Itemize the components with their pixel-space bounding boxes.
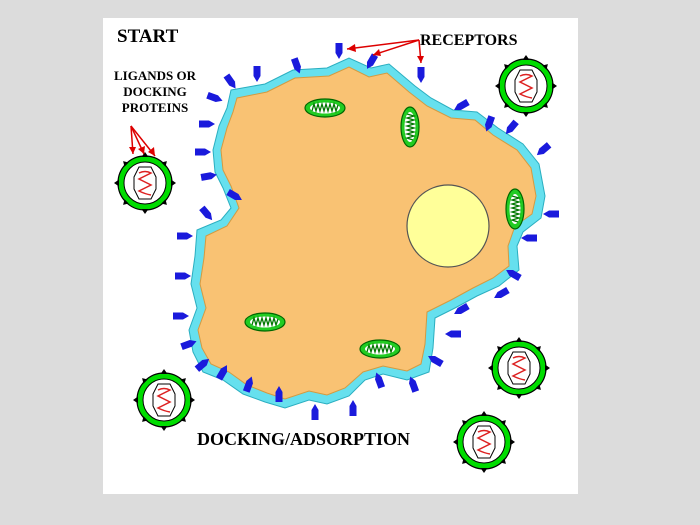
- receptor-arrows: [346, 39, 424, 64]
- receptor-icon: [173, 312, 189, 320]
- mitochondrion-icon: [505, 188, 525, 230]
- virus-particle-icon: [487, 336, 551, 400]
- receptor-icon: [335, 43, 343, 59]
- virus-particle-icon: [132, 368, 196, 432]
- receptor-icon: [311, 404, 319, 420]
- virus-particle-icon: [494, 54, 558, 118]
- receptor-icon: [253, 66, 261, 82]
- receptor-icon: [521, 234, 537, 242]
- receptor-icon: [199, 120, 215, 128]
- cell-diagram: [113, 39, 559, 474]
- ligands-label-line1: LIGANDS OR: [114, 68, 196, 83]
- receptor-icon: [349, 400, 357, 416]
- receptor-icon: [177, 232, 193, 240]
- docking-label: DOCKING/ADSORPTION: [197, 429, 411, 449]
- receptor-icon: [445, 330, 461, 338]
- receptor-icon: [206, 91, 224, 105]
- ligands-label: LIGANDS OR DOCKING PROTEINS: [103, 68, 207, 116]
- receptor-icon: [175, 272, 191, 280]
- mitochondrion-icon: [304, 98, 346, 118]
- mitochondrion-icon: [400, 106, 420, 148]
- receptor-icon: [543, 210, 559, 218]
- virus-particle-icon: [113, 151, 177, 215]
- receptor-icon: [199, 205, 215, 223]
- receptor-icon: [417, 67, 425, 83]
- ligands-label-line2: DOCKING: [123, 84, 187, 99]
- receptor-icon: [195, 148, 211, 156]
- cytoplasm: [197, 66, 537, 400]
- receptor-icon: [223, 73, 239, 91]
- nucleus: [406, 184, 490, 268]
- receptor-icon: [492, 286, 510, 302]
- receptor-icon: [534, 142, 552, 158]
- ligands-label-line3: PROTEINS: [121, 100, 189, 115]
- mitochondrion-icon: [244, 312, 286, 332]
- ligand-arrows: [129, 125, 156, 157]
- receptors-label: RECEPTORS: [420, 32, 518, 49]
- virus-particle-icon: [452, 410, 516, 474]
- mitochondrion-icon: [359, 339, 401, 359]
- start-label: START: [117, 26, 179, 47]
- diagram-panel: START RECEPTORS LIGANDS OR DOCKING PROTE…: [103, 18, 578, 494]
